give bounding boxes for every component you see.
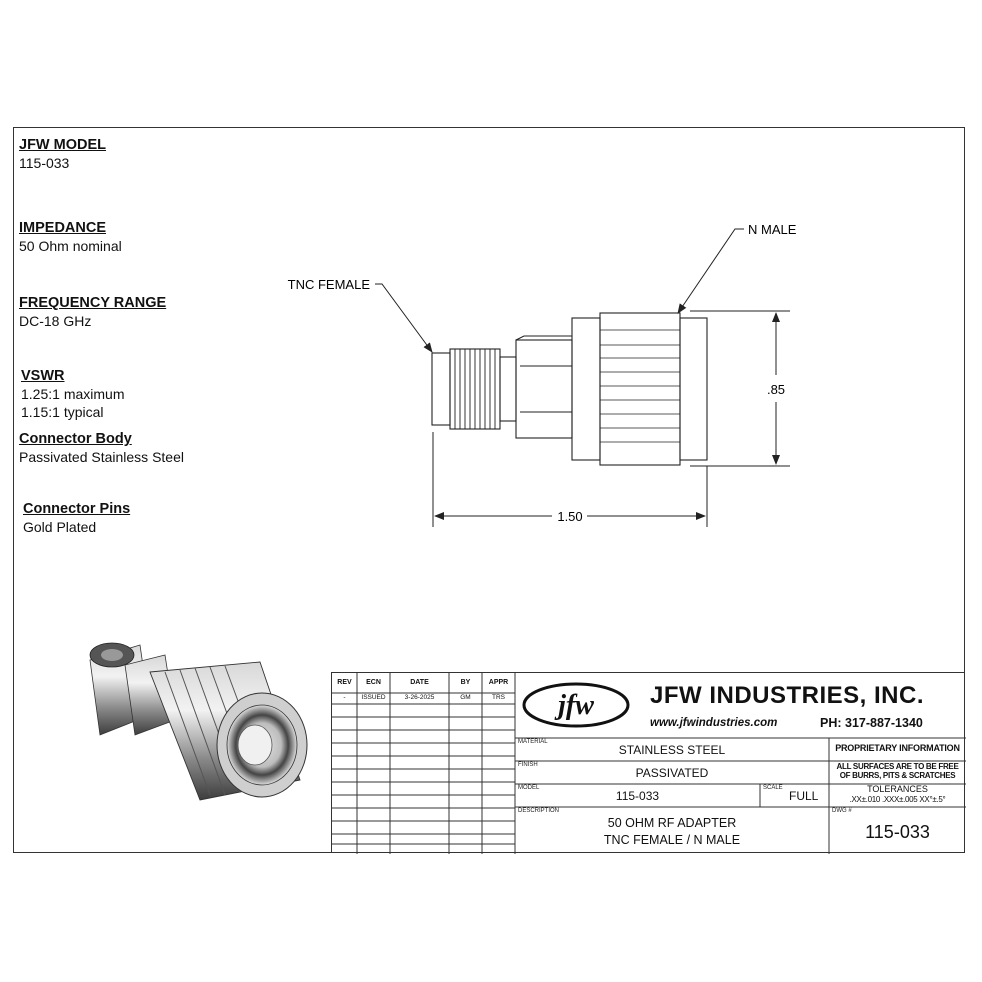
- company-name: JFW INDUSTRIES, INC.: [650, 682, 925, 709]
- description-line1: 50 OHM RF ADAPTER: [607, 816, 737, 830]
- spec-model-value: 115-033: [19, 155, 70, 171]
- adapter-3d-render: [89, 642, 308, 801]
- spec-impedance: IMPEDANCE 50 Ohm nominal: [19, 219, 122, 255]
- spec-vswr-line1: 1.25:1 maximum: [21, 386, 125, 402]
- title-block: REV ECN DATE BY APPR - ISSUED 3-26-2025 …: [331, 672, 966, 854]
- spec-frequency: FREQUENCY RANGE DC-18 GHz: [19, 294, 166, 330]
- model-value: 115-033: [615, 789, 660, 803]
- rev-cell-by: GM: [460, 694, 471, 701]
- spec-body-heading: Connector Body: [19, 431, 132, 447]
- finish-value: PASSIVATED: [635, 766, 709, 780]
- spec-body-value: Passivated Stainless Steel: [19, 449, 184, 465]
- callout-n-male: N MALE: [748, 222, 797, 237]
- spec-body: Connector Body Passivated Stainless Stee…: [19, 430, 184, 466]
- dimension-length-label: 1.50: [557, 509, 582, 524]
- dwg-label: DWG #: [832, 808, 852, 814]
- rev-header-by: BY: [460, 679, 471, 686]
- title-block-grid: [332, 673, 966, 854]
- rev-header-date: DATE: [410, 679, 429, 686]
- spec-vswr: VSWR 1.25:1 maximum 1.15:1 typical: [21, 367, 124, 421]
- spec-pins-value: Gold Plated: [23, 519, 97, 535]
- svg-text:jfw: jfw: [554, 690, 594, 721]
- spec-impedance-value: 50 Ohm nominal: [19, 238, 122, 254]
- rev-header-appr: APPR: [488, 679, 509, 686]
- rev-header-rev: REV: [337, 679, 352, 686]
- spec-vswr-heading: VSWR: [21, 368, 65, 384]
- scale-label: SCALE: [763, 785, 783, 791]
- dwg-number: 115-033: [865, 822, 930, 842]
- description-label: DESCRIPTION: [518, 808, 560, 814]
- scale-value: FULL: [789, 789, 819, 803]
- rev-cell-date: 3-26-2025: [404, 694, 435, 701]
- spec-vswr-line2: 1.15:1 typical: [21, 404, 104, 420]
- tolerances-label: TOLERANCES: [867, 784, 928, 794]
- rev-cell-rev: -: [343, 694, 346, 701]
- rev-cell-ecn: ISSUED: [361, 694, 386, 701]
- company-phone: PH: 317-887-1340: [820, 716, 923, 730]
- dimension-length: [432, 432, 708, 527]
- spec-model-heading: JFW MODEL: [19, 137, 106, 153]
- company-website: www.jfwindustries.com: [650, 717, 778, 729]
- tolerances-value: .XX±.010 .XXX±.005 XX°±.5°: [849, 795, 946, 804]
- rev-header-ecn: ECN: [366, 679, 381, 686]
- finish-label: FINISH: [518, 762, 538, 768]
- spec-model: JFW MODEL 115-033: [19, 136, 106, 172]
- material-value: STAINLESS STEEL: [618, 743, 726, 757]
- model-label: MODEL: [518, 785, 540, 791]
- description-line2: TNC FEMALE / N MALE: [603, 833, 741, 847]
- material-label: MATERIAL: [518, 739, 548, 745]
- surfaces-line1: ALL SURFACES ARE TO BE FREE: [836, 762, 959, 771]
- proprietary-info: PROPRIETARY INFORMATION: [835, 743, 960, 753]
- spec-pins: Connector Pins Gold Plated: [23, 500, 130, 536]
- spec-frequency-value: DC-18 GHz: [19, 313, 92, 329]
- surfaces-line2: OF BURRS, PITS & SCRATCHES: [839, 771, 956, 780]
- rev-cell-appr: TRS: [492, 694, 505, 701]
- spec-impedance-heading: IMPEDANCE: [19, 220, 107, 236]
- callout-tnc-female: TNC FEMALE: [288, 277, 371, 292]
- dimension-height-label: .85: [767, 382, 785, 397]
- spec-pins-heading: Connector Pins: [23, 501, 131, 517]
- spec-frequency-heading: FREQUENCY RANGE: [19, 295, 167, 311]
- jfw-logo: jfw: [522, 682, 630, 728]
- surfaces-note: ALL SURFACES ARE TO BE FREE OF BURRS, PI…: [829, 762, 966, 780]
- side-view-outline: [431, 312, 708, 466]
- callout-leaders: [375, 228, 744, 353]
